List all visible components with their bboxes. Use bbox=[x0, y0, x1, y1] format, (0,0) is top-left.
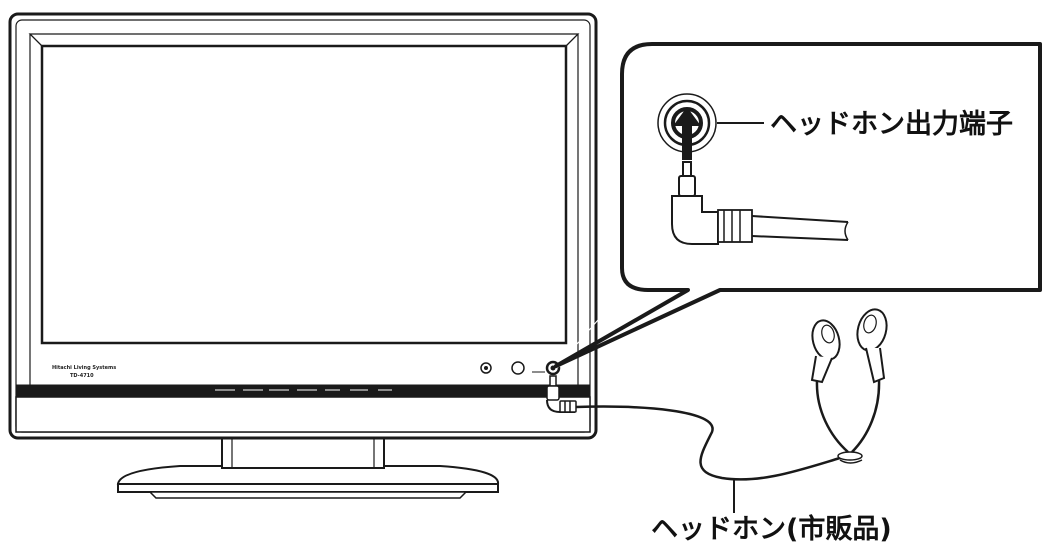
tv-model: TD-4710 bbox=[70, 373, 94, 379]
tv-plug bbox=[546, 375, 577, 413]
tv-brand: Hitachi Living Systems bbox=[52, 365, 116, 371]
callout-box bbox=[554, 42, 1042, 369]
tv-screen bbox=[40, 44, 568, 345]
power-button-icon bbox=[511, 361, 525, 375]
headphone-cable bbox=[575, 405, 841, 481]
insert-arrow-icon bbox=[673, 107, 701, 160]
plug-closeup-icon bbox=[671, 161, 849, 245]
tv-stand bbox=[116, 435, 499, 499]
tv-unit bbox=[8, 12, 598, 499]
headphones-label: ヘッドホン(市販品) bbox=[651, 513, 892, 545]
tv-control-strip bbox=[15, 384, 591, 398]
jack-label: ヘッドホン出力端子 bbox=[770, 109, 1013, 140]
earbuds-icon bbox=[810, 308, 888, 464]
